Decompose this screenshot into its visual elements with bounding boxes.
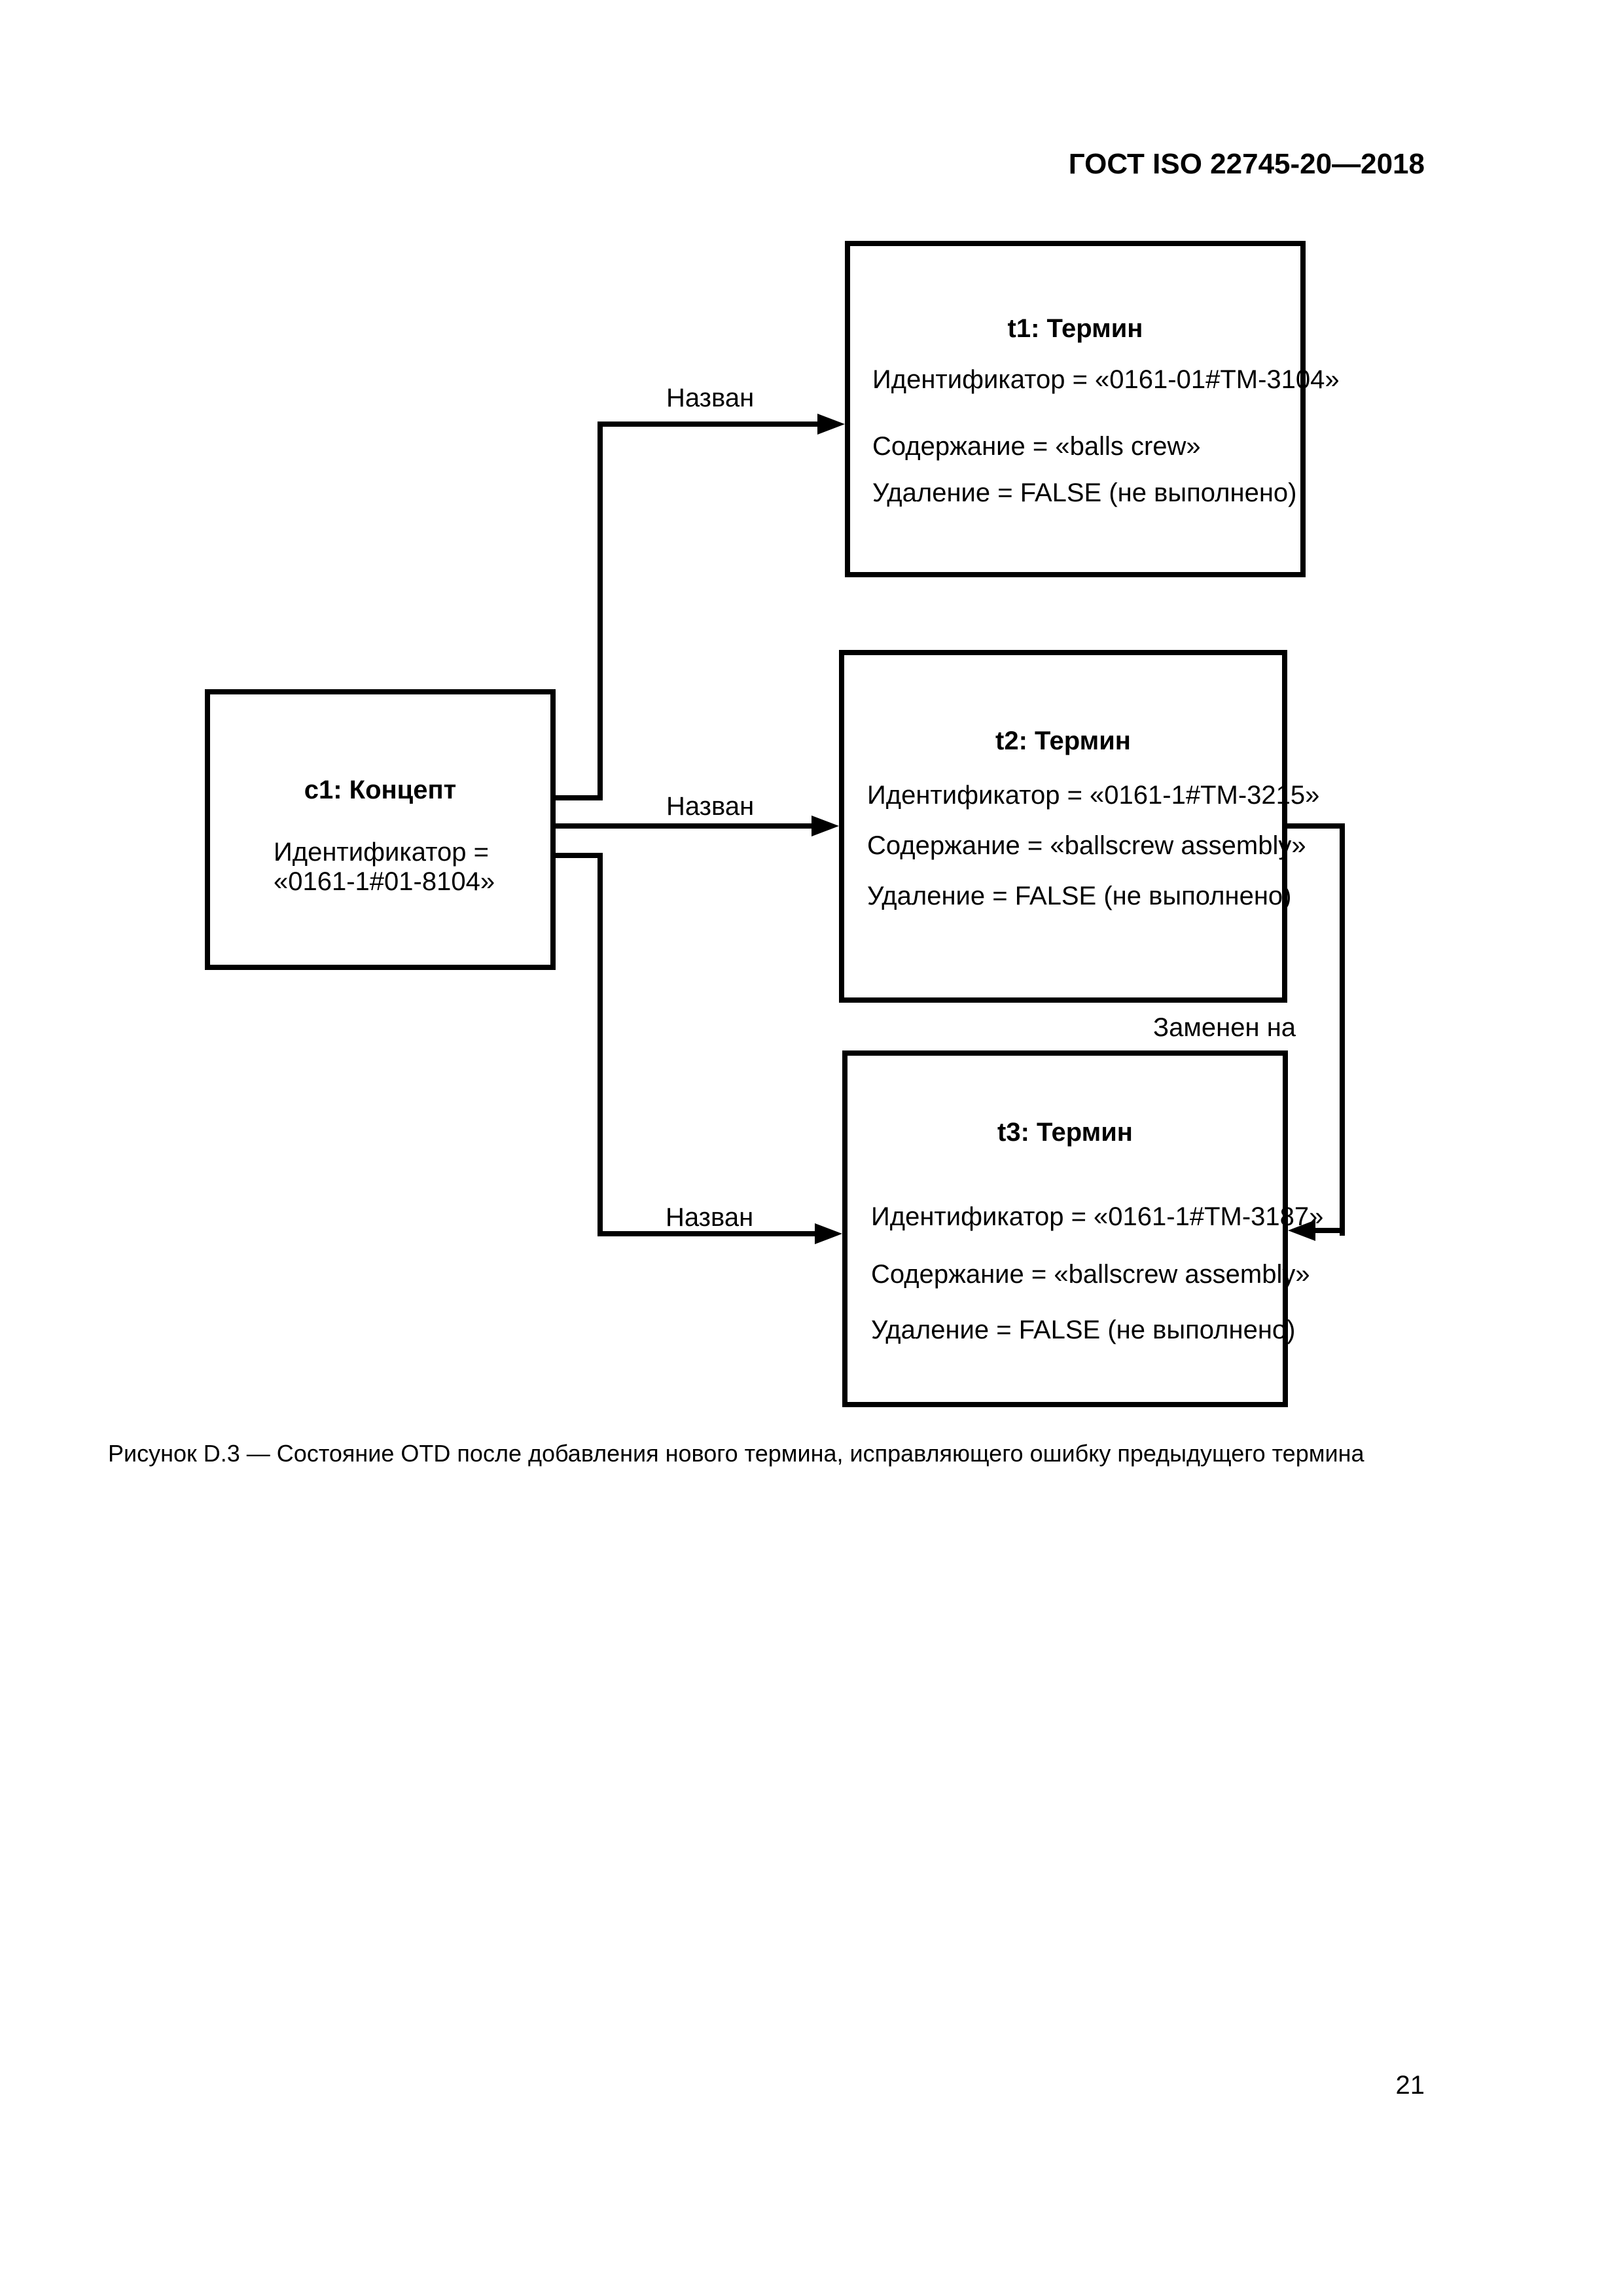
named-t1-connector-run xyxy=(597,422,821,427)
named-t1-connector-stub xyxy=(553,795,603,800)
named-t3-connector-drop xyxy=(597,853,603,1236)
named-t3-arrowhead-icon xyxy=(815,1223,842,1244)
named-t3-connector-stub xyxy=(553,853,603,858)
replaced-by-connector-run xyxy=(1313,1228,1345,1233)
named-t1-label: Назван xyxy=(666,384,755,412)
replaced-by-arrowhead-icon xyxy=(1288,1220,1315,1241)
term-t1-identifier: Идентификатор = «0161-01#TM-3104» xyxy=(872,365,1340,394)
named-t1-connector-riser xyxy=(597,422,603,800)
term-box-t2: t2: Термин Идентификатор = «0161-1#TM-32… xyxy=(839,650,1319,1003)
replaced-by-connector-drop xyxy=(1340,823,1345,1236)
named-t3-label: Назван xyxy=(666,1203,754,1232)
named-t2-arrowhead-icon xyxy=(812,816,839,836)
named-t2-connector-run xyxy=(553,823,815,829)
term-t2-deletion: Удаление = FALSE (не выполнено) xyxy=(867,882,1292,910)
figure-caption: Рисунок D.3 — Состояние OTD после добавл… xyxy=(108,1440,1364,1467)
concept-identifier-line1: Идентификатор = xyxy=(274,838,489,867)
term-t2-identifier: Идентификатор = «0161-1#TM-3215» xyxy=(867,781,1320,810)
named-t1-arrowhead-icon xyxy=(817,414,845,435)
term-box-t3: t3: Термин Идентификатор = «0161-1#TM-31… xyxy=(842,1050,1323,1407)
concept-box-title: c1: Концепт xyxy=(304,776,457,804)
term-t2-content: Содержание = «ballscrew assembly» xyxy=(867,831,1306,860)
replaced-by-label: Заменен на xyxy=(1153,1013,1296,1042)
term-t3-deletion: Удаление = FALSE (не выполнено) xyxy=(871,1316,1296,1344)
term-t1-title: t1: Термин xyxy=(1007,314,1143,343)
concept-identifier-line2: «0161-1#01-8104» xyxy=(274,867,495,896)
named-t2-label: Назван xyxy=(666,792,755,821)
replaced-by-connector-exit xyxy=(1285,823,1345,829)
term-t1-content: Содержание = «balls crew» xyxy=(872,432,1201,461)
term-box-t1: t1: Термин Идентификатор = «0161-01#TM-3… xyxy=(845,241,1340,577)
page-number: 21 xyxy=(1395,2071,1425,2100)
term-t3-identifier: Идентификатор = «0161-1#TM-3187» xyxy=(871,1202,1324,1231)
concept-box-c1: c1: Концепт Идентификатор = «0161-1#01-8… xyxy=(205,689,556,970)
term-t2-title: t2: Термин xyxy=(995,726,1131,755)
term-t3-title: t3: Термин xyxy=(997,1118,1133,1147)
named-t3-connector-run xyxy=(597,1231,819,1236)
page-header: ГОСТ ISO 22745-20—2018 xyxy=(1068,148,1425,180)
concept-identifier-value: Идентификатор = «0161-1#01-8104» xyxy=(274,838,495,897)
term-t3-content: Содержание = «ballscrew assembly» xyxy=(871,1260,1310,1289)
term-t1-deletion: Удаление = FALSE (не выполнено) xyxy=(872,478,1297,507)
